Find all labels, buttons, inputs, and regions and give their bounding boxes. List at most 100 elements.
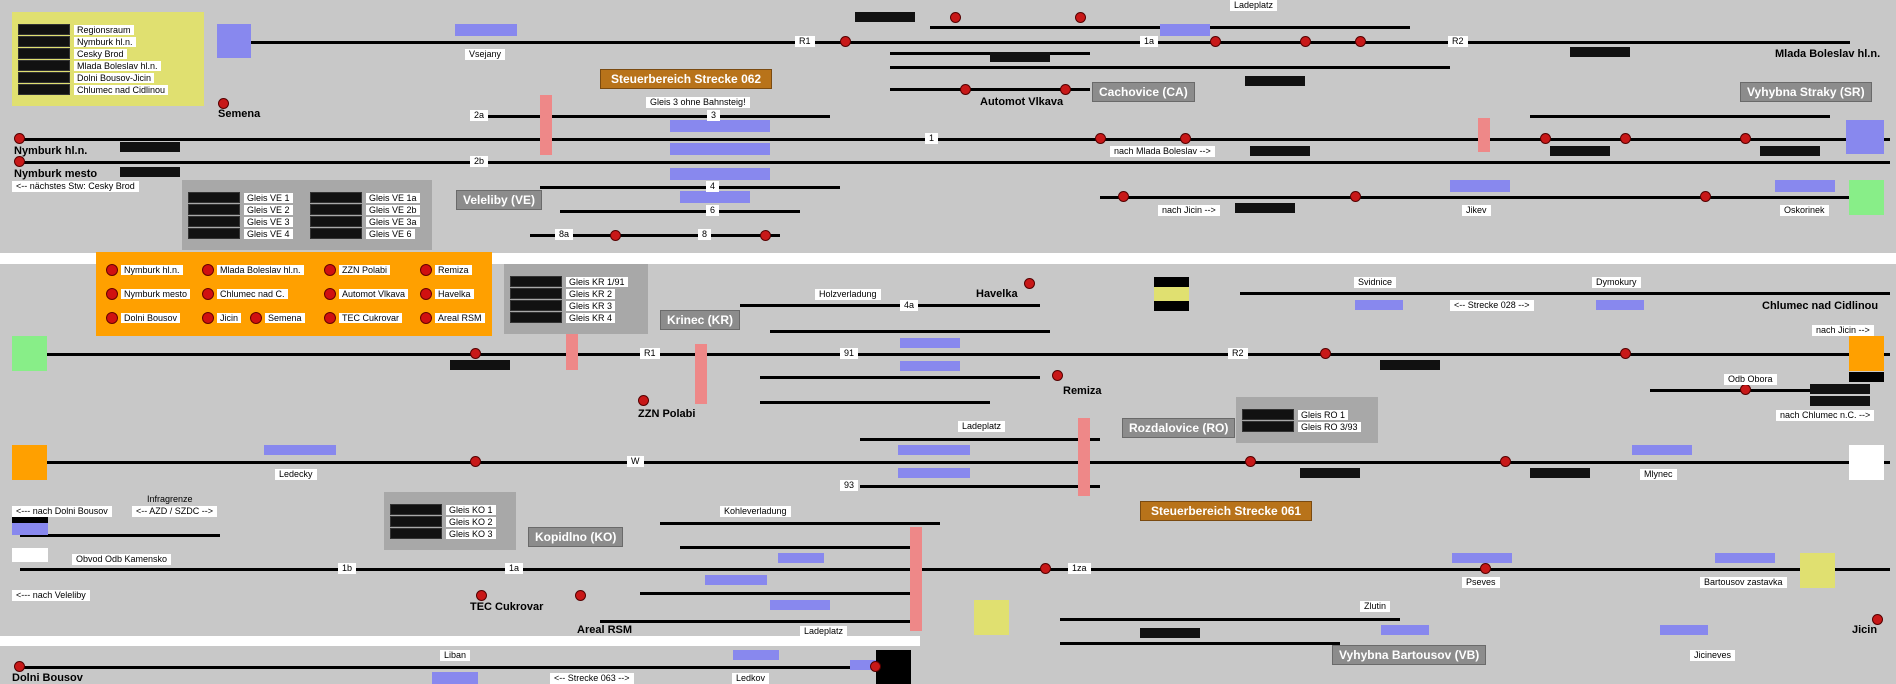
route-box[interactable]: [1140, 628, 1200, 638]
station-kopidlno[interactable]: Kopidlno (KO): [528, 527, 624, 547]
signal[interactable]: [1210, 36, 1221, 47]
destination-label[interactable]: Mlada Boleslav hl.n.: [217, 265, 304, 275]
signal[interactable]: [950, 12, 961, 23]
signal[interactable]: [1320, 348, 1331, 359]
signal[interactable]: [1180, 133, 1191, 144]
track-line: [530, 234, 780, 237]
gleis-label: Gleis VE 3: [244, 216, 293, 227]
signal[interactable]: [1024, 278, 1035, 289]
station-rozdalovice[interactable]: Rozdalovice (RO): [1122, 418, 1236, 438]
destination-label[interactable]: Jicin: [217, 313, 242, 323]
separator-band: [0, 636, 920, 646]
edge-marker: [1849, 180, 1884, 215]
signal[interactable]: [14, 133, 25, 144]
route-box[interactable]: [1570, 47, 1630, 57]
route-box[interactable]: [990, 52, 1050, 62]
signal[interactable]: [1118, 191, 1129, 202]
destination-label[interactable]: Automot Vlkava: [339, 289, 409, 299]
signal[interactable]: [1620, 348, 1631, 359]
platform: [898, 445, 970, 455]
route-box[interactable]: [120, 142, 180, 152]
route-box[interactable]: [1245, 76, 1305, 86]
track-line: [760, 376, 1040, 379]
place-chlumec: Chlumec nad Cidlinou: [1762, 300, 1879, 312]
signal[interactable]: [870, 661, 881, 672]
platform: [455, 24, 517, 36]
platform: [733, 650, 779, 660]
destination-label[interactable]: ZZN Polabi: [339, 265, 391, 275]
signal[interactable]: [1700, 191, 1711, 202]
station-cachovice[interactable]: Cachovice (CA): [1092, 82, 1195, 102]
destination-label[interactable]: Remiza: [435, 265, 472, 275]
signal[interactable]: [1620, 133, 1631, 144]
track-name: R1: [795, 36, 815, 47]
route-box[interactable]: [1235, 203, 1295, 213]
signal[interactable]: [1052, 370, 1063, 381]
signal[interactable]: [1480, 563, 1491, 574]
track-name: 1za: [1068, 563, 1091, 574]
place-jicin: Jicin: [1852, 624, 1878, 636]
gleis-label: Gleis VE 1a: [366, 192, 420, 203]
signal[interactable]: [470, 348, 481, 359]
route-box[interactable]: [1250, 146, 1310, 156]
signal[interactable]: [1740, 133, 1751, 144]
route-box[interactable]: [450, 360, 510, 370]
signal[interactable]: [840, 36, 851, 47]
route-box[interactable]: [1810, 396, 1870, 406]
signal[interactable]: [1350, 191, 1361, 202]
track-name: 2a: [470, 110, 489, 121]
signal[interactable]: [1355, 36, 1366, 47]
route-box[interactable]: [1550, 146, 1610, 156]
signal[interactable]: [1095, 133, 1106, 144]
signal[interactable]: [1060, 84, 1071, 95]
label-ledkov: Ledkov: [732, 673, 770, 684]
destination-label[interactable]: Havelka: [435, 289, 474, 299]
track-line: [540, 186, 840, 189]
signal[interactable]: [610, 230, 621, 241]
signal[interactable]: [1300, 36, 1311, 47]
signal[interactable]: [1245, 456, 1256, 467]
destination-label[interactable]: Nymburk hl.n.: [121, 265, 183, 275]
signal[interactable]: [14, 156, 25, 167]
signal[interactable]: [1040, 563, 1051, 574]
station-straky[interactable]: Vyhybna Straky (SR): [1740, 82, 1872, 102]
signal[interactable]: [1540, 133, 1551, 144]
track-name: R2: [1448, 36, 1468, 47]
signal[interactable]: [960, 84, 971, 95]
route-box[interactable]: [1530, 468, 1590, 478]
label-ledecky: Ledecky: [275, 469, 317, 480]
signal[interactable]: [1740, 384, 1751, 395]
station-veleliby[interactable]: Veleliby (VE): [456, 190, 543, 210]
signal[interactable]: [14, 661, 25, 672]
station-krinec[interactable]: Krinec (KR): [660, 310, 741, 330]
place-nymburk-mesto: Nymburk mesto: [14, 168, 98, 180]
route-box[interactable]: [855, 12, 915, 22]
route-box[interactable]: [1380, 360, 1440, 370]
route-box[interactable]: [120, 167, 180, 177]
destination-label[interactable]: Dolni Bousov: [121, 313, 181, 323]
legend-label: Mlada Boleslav hl.n.: [74, 60, 161, 71]
route-box[interactable]: [1300, 468, 1360, 478]
label-nach-chlumec: nach Chlumec n.C. -->: [1776, 410, 1875, 421]
signal[interactable]: [1075, 12, 1086, 23]
platform: [778, 553, 824, 563]
signal[interactable]: [1872, 614, 1883, 625]
route-box[interactable]: [1760, 146, 1820, 156]
signal[interactable]: [760, 230, 771, 241]
signal[interactable]: [218, 98, 229, 109]
signal[interactable]: [470, 456, 481, 467]
label-odb-obora: Odb Obora: [1724, 374, 1777, 385]
edge-marker: [12, 513, 48, 523]
station-bartousov[interactable]: Vyhybna Bartousov (VB): [1332, 645, 1487, 665]
occupied-marker: [695, 344, 707, 404]
destination-label[interactable]: TEC Cukrovar: [339, 313, 403, 323]
signal[interactable]: [1500, 456, 1511, 467]
route-box[interactable]: [1810, 384, 1870, 394]
destination-label[interactable]: Semena: [265, 313, 305, 323]
signal[interactable]: [638, 395, 649, 406]
destination-label[interactable]: Nymburk mesto: [121, 289, 191, 299]
signal[interactable]: [575, 590, 586, 601]
destination-label[interactable]: Chlumec nad C.: [217, 289, 288, 299]
destination-label[interactable]: Areal RSM: [435, 313, 485, 323]
signal[interactable]: [476, 590, 487, 601]
